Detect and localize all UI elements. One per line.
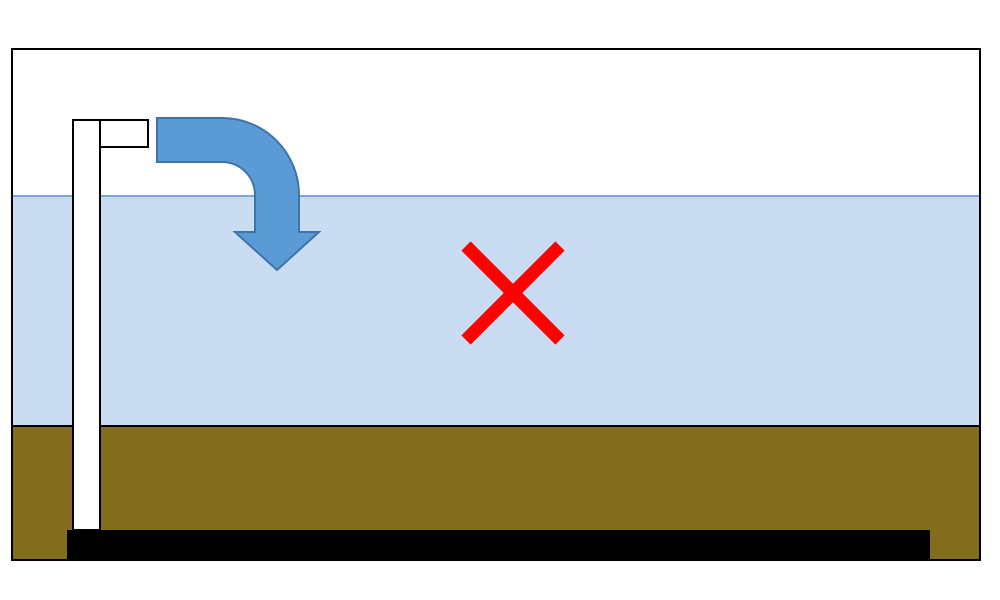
flow-arrow	[156, 117, 322, 272]
cross-stroke-2	[461, 241, 565, 345]
uplift-tube-outlet	[99, 119, 149, 148]
tank-outline	[11, 48, 981, 561]
uplift-tube	[72, 119, 101, 531]
cross-mark	[461, 241, 565, 345]
filter-base-plate	[67, 530, 930, 560]
